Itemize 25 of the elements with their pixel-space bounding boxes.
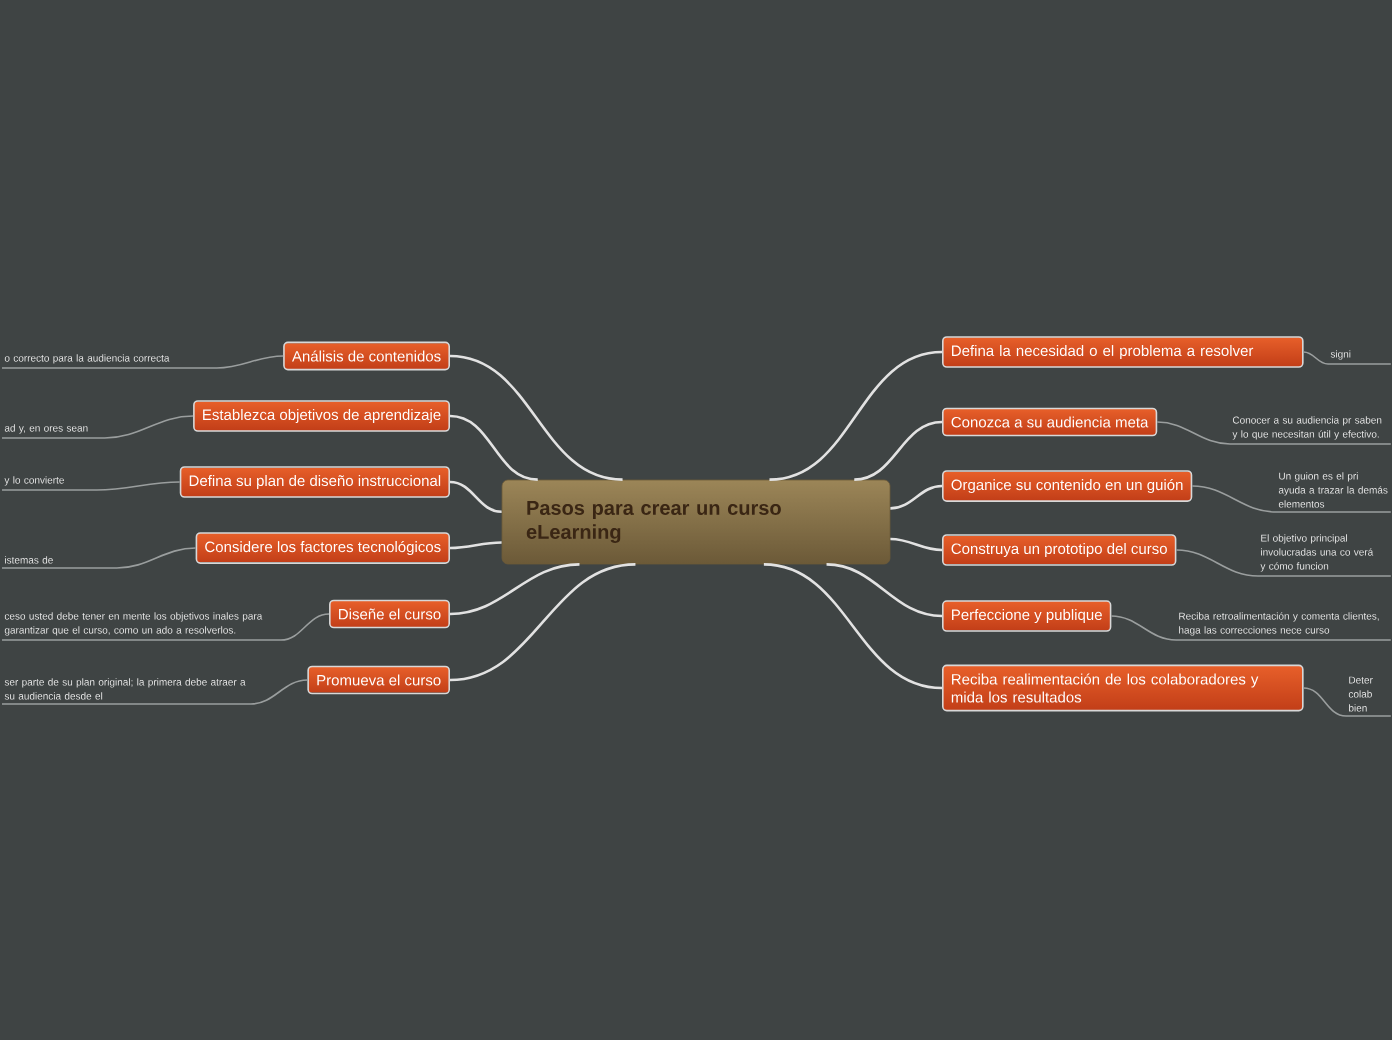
branch-line <box>449 354 623 481</box>
branch-line <box>763 563 943 690</box>
leader-line <box>1302 687 1392 717</box>
branch-line <box>450 541 502 550</box>
branch-line <box>449 563 636 682</box>
leader-line <box>1 355 284 369</box>
branch-line <box>890 537 943 552</box>
branch-line <box>449 414 538 481</box>
branch-line <box>854 420 943 481</box>
leader-line <box>1 679 309 705</box>
branch-line <box>826 563 943 618</box>
leader-line <box>1191 485 1392 513</box>
leader-line <box>1 613 330 641</box>
branch-line <box>890 484 943 510</box>
branch-line <box>769 350 943 481</box>
leader-line <box>1 415 194 439</box>
central-topic-box: Pasos para crear un curso eLearning <box>501 479 891 565</box>
leader-line <box>1175 549 1392 577</box>
leader-line <box>1110 615 1392 641</box>
branch-line <box>449 563 580 616</box>
leader-line <box>1156 421 1392 445</box>
leader-line <box>1302 351 1392 365</box>
leader-line <box>1 481 181 491</box>
leader-line <box>1 547 197 569</box>
branch-line <box>449 480 502 514</box>
